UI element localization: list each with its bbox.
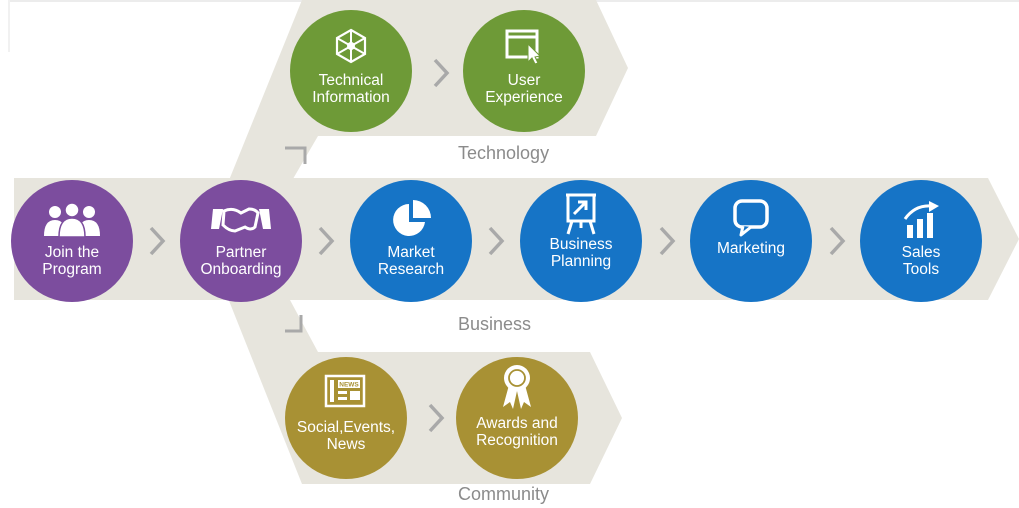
- step-label: Marketing: [716, 240, 786, 257]
- step-label: Technical Information: [312, 72, 390, 106]
- chevron-right-icon: [433, 58, 450, 88]
- technical-information-step[interactable]: Technical Information: [290, 10, 412, 132]
- people-icon: [41, 200, 103, 240]
- chevron-right-icon: [428, 403, 445, 433]
- chevron-right-icon: [318, 226, 335, 256]
- award-ribbon-icon: [499, 361, 535, 411]
- step-label: User Experience: [485, 72, 563, 106]
- chevron-right-icon: [659, 226, 676, 256]
- left-border: [8, 0, 10, 52]
- branch-up-mark: [285, 146, 307, 164]
- cursor-window-icon: [504, 26, 544, 66]
- step-label: Partner Onboarding: [200, 244, 282, 278]
- chevron-right-icon: [149, 226, 166, 256]
- step-label: Market Research: [377, 244, 445, 278]
- step-label: Join the Program: [42, 244, 102, 278]
- branch-down-mark: [285, 315, 303, 333]
- step-label: Awards and Recognition: [476, 415, 558, 449]
- community-section-label: Community: [458, 484, 550, 504]
- market-research-step[interactable]: Market Research: [350, 180, 472, 302]
- chevron-right-icon: [488, 226, 505, 256]
- newspaper-icon: NEWS: [324, 371, 368, 411]
- pie-chart-icon: [391, 200, 431, 240]
- business-planning-step[interactable]: Business Planning: [520, 180, 642, 302]
- step-label: Business Planning: [549, 236, 613, 270]
- partner-onboarding-step[interactable]: Partner Onboarding: [180, 180, 302, 302]
- speech-bubble-icon: [731, 198, 771, 238]
- awards-recognition-step[interactable]: Awards and Recognition: [456, 357, 578, 479]
- join-program-step[interactable]: Join the Program: [11, 180, 133, 302]
- business-section-label: Business: [458, 314, 532, 334]
- flipchart-icon: [563, 193, 599, 235]
- handshake-icon: [211, 200, 271, 240]
- sales-tools-step[interactable]: Sales Tools: [860, 180, 982, 302]
- svg-text:NEWS: NEWS: [339, 382, 359, 389]
- growth-chart-icon: [901, 200, 941, 240]
- network-icon: [334, 26, 368, 66]
- technology-section-label: Technology: [458, 143, 550, 163]
- chevron-right-icon: [829, 226, 846, 256]
- marketing-step[interactable]: Marketing: [690, 180, 812, 302]
- step-label: Sales Tools: [901, 244, 941, 278]
- user-experience-step[interactable]: User Experience: [463, 10, 585, 132]
- social-events-news-step[interactable]: NEWS Social,Events, News: [285, 357, 407, 479]
- step-label: Social,Events, News: [296, 419, 396, 453]
